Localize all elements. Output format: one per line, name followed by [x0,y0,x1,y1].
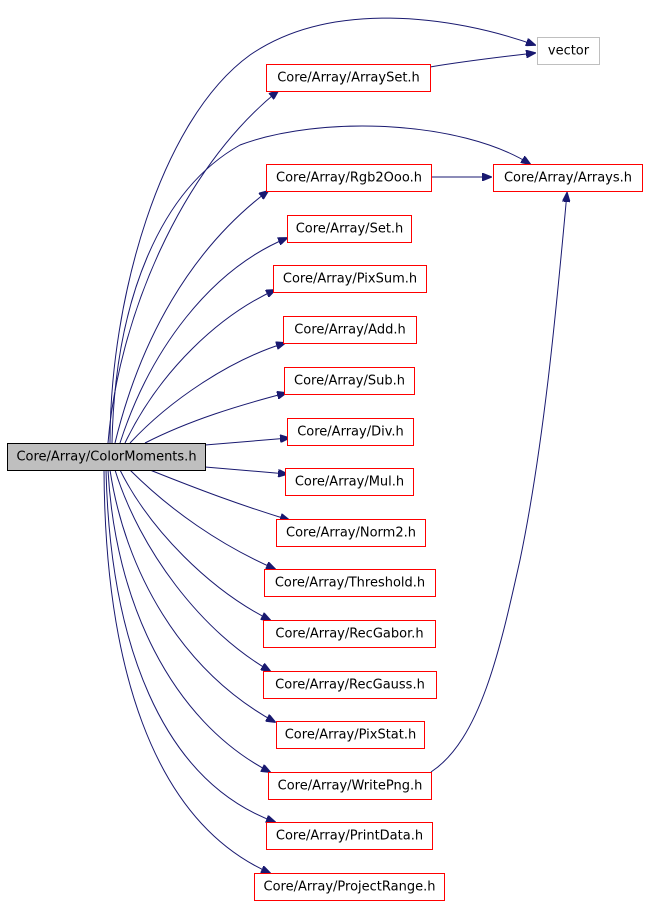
node-box [263,620,436,648]
edge-root-to-arrays [111,125,530,444]
node-label: Core/Array/Sub.h [294,374,405,389]
edge-arrayset-to-vector [429,53,535,68]
node-label: Core/Array/Add.h [294,323,405,338]
node-box [273,265,427,293]
edge-root-to-arrayset [107,91,278,444]
edge-root-to-add [129,343,285,444]
edge-root-to-vector [109,17,535,444]
edge-writepng-to-arrays [430,193,567,773]
node-label: Core/Array/RecGabor.h [275,627,423,642]
node-box [284,367,415,395]
node-box [276,721,425,749]
node-box [264,569,436,597]
node-arrayset[interactable]: Core/Array/ArraySet.h [266,64,431,92]
edge-root-to-projectrange [103,469,270,873]
node-set[interactable]: Core/Array/Set.h [287,215,412,243]
node-box [266,64,431,92]
node-box [276,519,426,547]
node-box [287,215,412,243]
node-box [285,468,414,496]
node-rgb2ooo[interactable]: Core/Array/Rgb2Ooo.h [266,164,432,192]
node-box [7,443,206,471]
node-label: Core/Array/RecGauss.h [275,678,425,693]
node-label: vector [548,44,590,59]
edge-root-to-set [119,238,287,444]
edge-root-to-div [204,438,289,446]
edge-root-to-rgb2ooo [114,191,268,444]
node-vector[interactable]: vector [537,37,600,65]
node-label: Core/Array/ColorMoments.h [16,450,196,465]
node-norm2[interactable]: Core/Array/Norm2.h [276,519,426,547]
node-arrays[interactable]: Core/Array/Arrays.h [493,164,643,192]
edge-root-to-writepng [107,469,270,772]
nodes-layer: Core/Array/ColorMoments.h vectorCore/Arra… [7,37,643,901]
node-add[interactable]: Core/Array/Add.h [283,316,417,344]
node-mul[interactable]: Core/Array/Mul.h [285,468,414,496]
node-threshold[interactable]: Core/Array/Threshold.h [264,569,436,597]
node-label: Core/Array/Threshold.h [275,576,425,591]
edge-root-to-recgauss [114,469,270,671]
edge-root-to-threshold [129,469,275,569]
node-recgabor[interactable]: Core/Array/RecGabor.h [263,620,436,648]
node-label: Core/Array/Arrays.h [504,171,632,186]
edge-root-to-pixstat [109,469,275,722]
node-label: Core/Array/ProjectRange.h [264,880,436,895]
node-pixsum[interactable]: Core/Array/PixSum.h [273,265,427,293]
node-box [287,418,414,446]
edge-root-to-recgabor [119,469,270,620]
node-box [254,873,445,901]
node-printdata[interactable]: Core/Array/PrintData.h [266,822,433,850]
node-sub[interactable]: Core/Array/Sub.h [284,367,415,395]
node-label: Core/Array/Rgb2Ooo.h [276,171,422,186]
node-writepng[interactable]: Core/Array/WritePng.h [268,772,432,800]
node-label: Core/Array/PrintData.h [276,829,423,844]
node-div[interactable]: Core/Array/Div.h [287,418,414,446]
node-label: Core/Array/Div.h [297,425,404,440]
edge-root-to-sub [144,393,286,444]
edge-root-to-printdata [105,469,275,822]
node-pixstat[interactable]: Core/Array/PixStat.h [276,721,425,749]
node-label: Core/Array/ArraySet.h [277,71,420,86]
node-label: Core/Array/PixSum.h [283,272,417,287]
edge-root-to-pixsum [124,290,275,444]
node-box [268,772,432,800]
edge-root-to-norm2 [149,469,289,520]
node-label: Core/Array/PixStat.h [285,728,417,743]
node-recgauss[interactable]: Core/Array/RecGauss.h [263,671,437,699]
node-box [263,671,437,699]
node-box [537,37,600,65]
node-label: Core/Array/Mul.h [295,475,404,490]
node-label: Core/Array/WritePng.h [278,779,423,794]
node-projectrange[interactable]: Core/Array/ProjectRange.h [254,873,445,901]
node-label: Core/Array/Norm2.h [286,526,416,541]
node-box [283,316,417,344]
node-label: Core/Array/Set.h [296,222,404,237]
node-root[interactable]: Core/Array/ColorMoments.h [7,443,206,471]
node-box [493,164,643,192]
node-box [266,822,433,850]
node-box [266,164,432,192]
edges-layer [103,17,567,873]
edge-root-to-mul [204,466,287,474]
